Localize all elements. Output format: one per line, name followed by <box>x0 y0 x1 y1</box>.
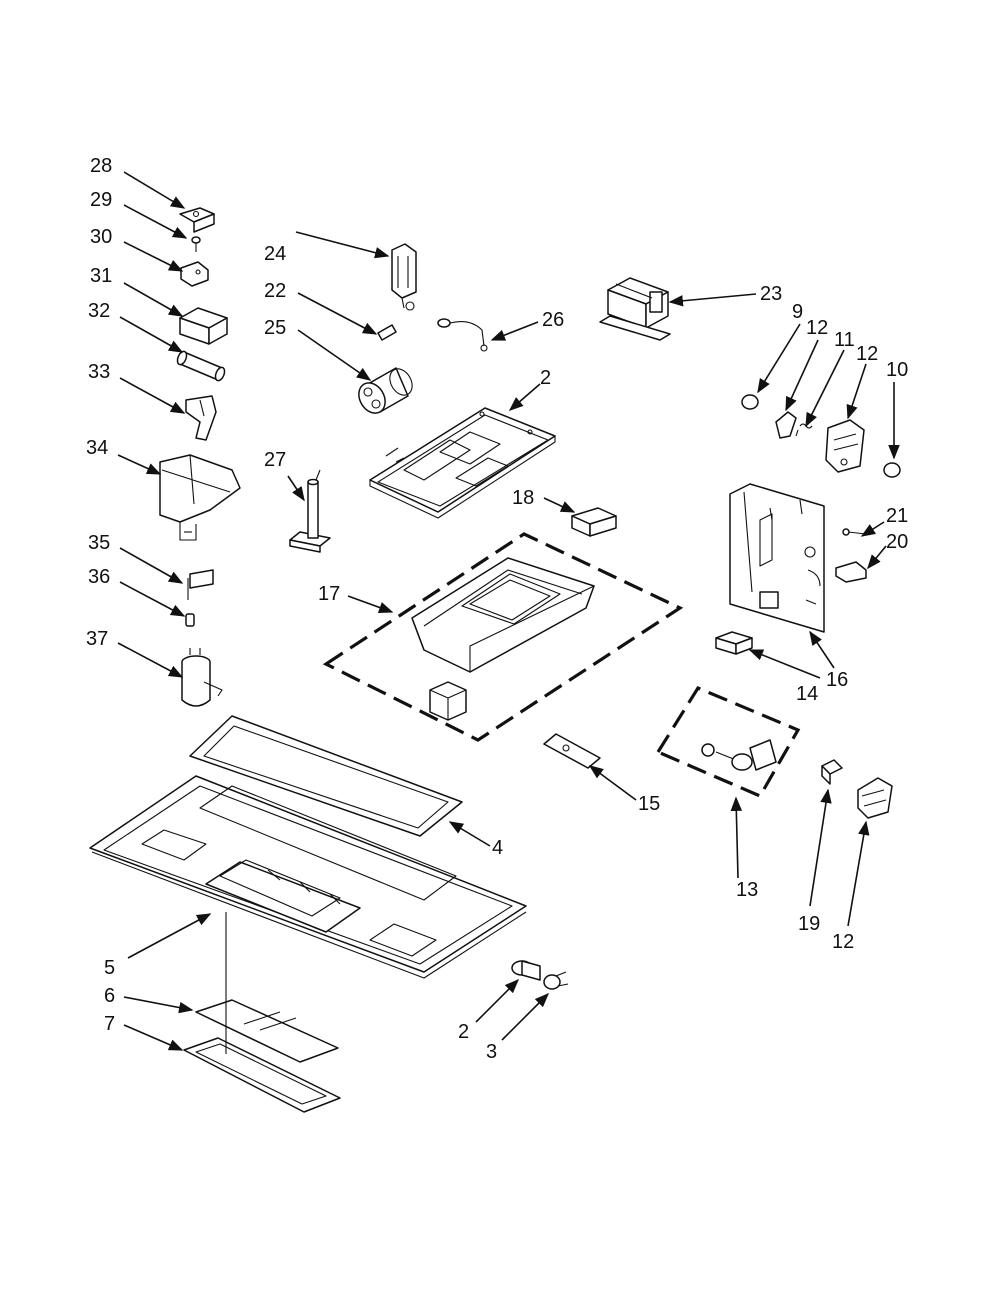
callout-26: 26 <box>542 309 564 331</box>
callout-12b: 12 <box>832 931 854 953</box>
callout-10: 11 <box>834 329 855 351</box>
part-2-socket <box>511 960 541 981</box>
part-13-motor-assembly <box>655 685 801 799</box>
part-22-fuse <box>377 324 397 341</box>
callout-2: 2 <box>458 1021 469 1043</box>
part-18-box <box>571 507 617 537</box>
callout-33: 33 <box>88 361 110 383</box>
callout-6: 6 <box>104 985 115 1007</box>
part-20-bracket <box>835 561 867 583</box>
part-10-spring <box>795 423 813 437</box>
part-11-lever <box>775 411 797 439</box>
part-31-block <box>179 307 228 345</box>
callout-15: 15 <box>638 793 660 815</box>
part-5-bottom-plate <box>89 775 527 979</box>
part-35-tab <box>187 569 214 600</box>
callout-27: 27 <box>264 449 286 471</box>
callout-11: 12 <box>806 317 828 339</box>
part-29-screw <box>191 236 201 252</box>
part-12-interlock-upper <box>825 419 865 473</box>
part-34-housing <box>159 454 241 541</box>
callout-35: 35 <box>88 532 110 554</box>
part-6-panel <box>195 999 339 1063</box>
callout-20: 20 <box>886 531 908 553</box>
part-36-spacer <box>185 613 195 627</box>
callout-22: 22 <box>264 280 286 302</box>
callout-28: 28 <box>90 155 112 177</box>
part-17-fan-assembly <box>322 532 684 742</box>
callout-5: 5 <box>104 957 115 979</box>
part-26-wire <box>437 318 488 352</box>
part-27-antenna <box>289 469 331 553</box>
part-33-shroud <box>185 395 217 441</box>
callout-9: 10 <box>886 359 908 381</box>
callout-31: 31 <box>90 265 112 287</box>
leader-lines <box>117 171 900 1051</box>
part-30-clip <box>180 261 209 287</box>
callout-37: 37 <box>86 628 108 650</box>
part-14-block <box>715 631 753 655</box>
callout-7: 7 <box>104 1013 115 1035</box>
callout-25: 25 <box>264 317 286 339</box>
part-32-cylinder <box>176 350 226 382</box>
callout-1: 2 <box>540 367 551 389</box>
callout-16: 16 <box>826 669 848 691</box>
part-37-thermostat <box>181 648 223 707</box>
callout-32: 32 <box>88 300 110 322</box>
callout-13: 13 <box>736 879 758 901</box>
callout-21: 21 <box>886 505 908 527</box>
callout-23: 23 <box>760 283 782 305</box>
callout-19: 19 <box>798 913 820 935</box>
part-7-frame <box>183 1037 341 1113</box>
callout-34: 34 <box>86 437 108 459</box>
callout-14: 14 <box>796 683 818 705</box>
callout-29: 29 <box>90 189 112 211</box>
part-3-bulb <box>543 971 569 990</box>
callout-labels: 28 29 30 31 32 33 34 35 36 37 24 22 25 2… <box>86 155 908 1063</box>
callout-12a: 12 <box>856 343 878 365</box>
callout-24: 24 <box>264 243 286 265</box>
part-24-bracket <box>391 243 417 311</box>
part-23-transformer <box>599 277 671 341</box>
part-15-board <box>543 733 601 769</box>
callout-3: 3 <box>486 1041 497 1063</box>
part-8-switch <box>741 394 759 410</box>
part-16-control-bracket <box>729 483 825 633</box>
callout-17: 17 <box>318 583 340 605</box>
part-9-switch <box>883 462 901 478</box>
part-28-bracket <box>179 207 215 233</box>
part-25-capacitor <box>358 367 413 414</box>
callout-18: 18 <box>512 487 534 509</box>
part-1-base-plate <box>369 407 556 519</box>
part-4-filter <box>189 715 463 837</box>
part-21-screw <box>842 528 867 536</box>
part-12-interlock-lower <box>857 777 893 819</box>
callout-8: 9 <box>792 301 803 323</box>
part-19-switch <box>821 759 843 785</box>
callout-30: 30 <box>90 226 112 248</box>
callout-4: 4 <box>492 837 503 859</box>
callout-36: 36 <box>88 566 110 588</box>
